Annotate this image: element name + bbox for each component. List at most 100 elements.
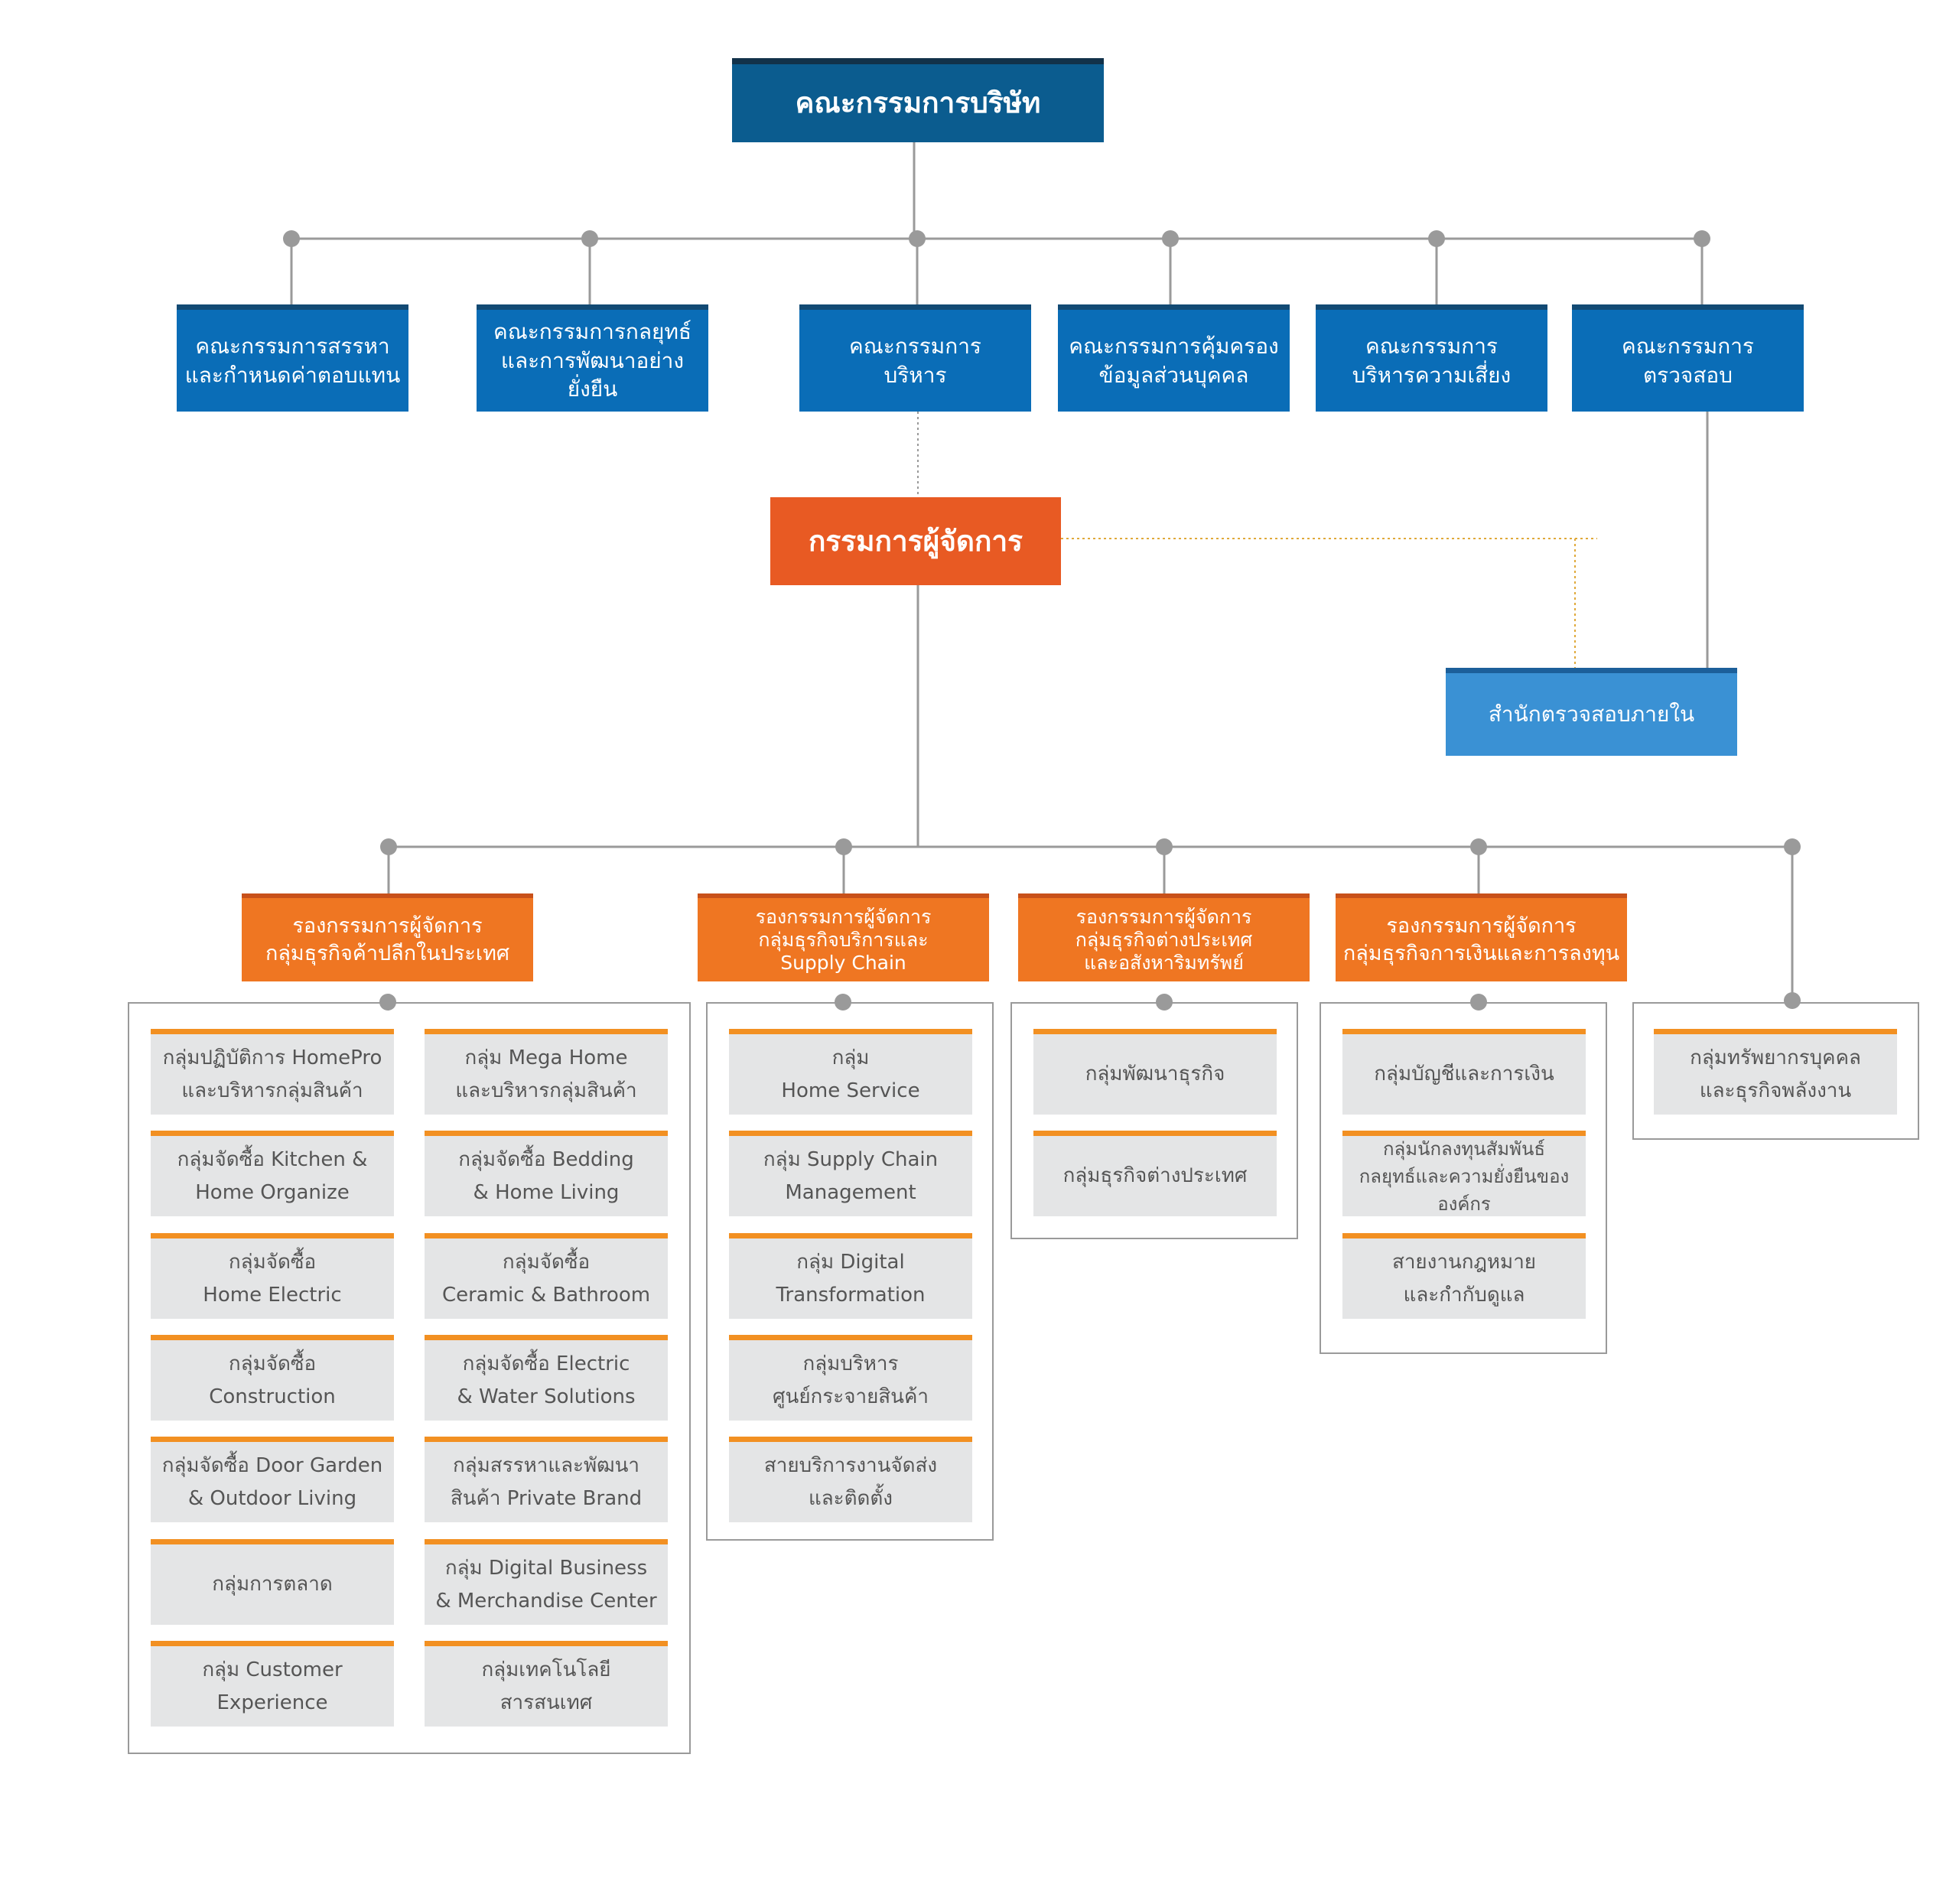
box-label: ตรวจสอบ — [1642, 362, 1733, 388]
box-label: และกำหนดค่าตอบแทน — [184, 362, 401, 388]
box-label: กลุ่ม Supply Chain — [763, 1147, 939, 1171]
box-label: รองกรรมการผู้จัดการ — [1386, 914, 1577, 939]
box-label: กรรมการผู้จัดการ — [808, 524, 1023, 558]
box-label: คณะกรรมการสรรหา — [195, 333, 390, 359]
deputy-md-domestic-retail: รองกรรมการผู้จัดการ กลุ่มธุรกิจค้าปลีกใน… — [242, 893, 533, 981]
unit-distribution-center: กลุ่มบริหาร ศูนย์กระจายสินค้า — [729, 1335, 972, 1421]
box-label: กลุ่มธุรกิจการเงินและการลงทุน — [1342, 941, 1620, 965]
box-label: บริหารความเสี่ยง — [1352, 362, 1512, 388]
unit-delivery-installation: สายบริการงานจัดส่ง และติดตั้ง — [729, 1437, 972, 1522]
managing-director-box: กรรมการผู้จัดการ — [770, 497, 1061, 585]
box-label: คณะกรรมการ — [849, 333, 981, 359]
box-label: กลุ่มบัญชีและการเงิน — [1374, 1063, 1554, 1086]
unit-purchasing-door-garden: กลุ่มจัดซื้อ Door Garden & Outdoor Livin… — [151, 1437, 394, 1522]
deputy-md-international-real-estate: รองกรรมการผู้จัดการ กลุ่มธุรกิจต่างประเท… — [1018, 893, 1310, 981]
board-of-directors-box: คณะกรรมการบริษัท — [732, 58, 1104, 142]
unit-mega-home: กลุ่ม Mega Home และบริหารกลุ่มสินค้า — [425, 1029, 668, 1115]
box-label: กลุ่มจัดซื้อ Door Garden — [161, 1453, 383, 1477]
committee-audit: คณะกรรมการ ตรวจสอบ — [1572, 304, 1804, 412]
box-label: กลุ่ม — [831, 1046, 870, 1069]
box-label: และบริหารกลุ่มสินค้า — [455, 1079, 637, 1102]
box-label: กลุ่มจัดซื้อ — [228, 1352, 317, 1375]
deputy-md-services-supply-chain: รองกรรมการผู้จัดการ กลุ่มธุรกิจบริการและ… — [698, 893, 989, 981]
unit-purchasing-bedding: กลุ่มจัดซื้อ Bedding & Home Living — [425, 1131, 668, 1216]
box-label: สินค้า Private Brand — [450, 1486, 643, 1510]
unit-purchasing-construction: กลุ่มจัดซื้อ Construction — [151, 1335, 394, 1421]
deputy-md-finance-investment: รองกรรมการผู้จัดการ กลุ่มธุรกิจการเงินแล… — [1336, 893, 1627, 981]
box-label: กลุ่มการตลาด — [212, 1573, 333, 1596]
box-label: ศูนย์กระจายสินค้า — [773, 1385, 929, 1408]
box-label: คณะกรรมการคุ้มครอง — [1069, 333, 1279, 359]
box-label: สายงานกฎหมาย — [1391, 1250, 1537, 1274]
box-label: Experience — [216, 1691, 328, 1714]
box-label: & Outdoor Living — [187, 1486, 357, 1510]
box-label: สารสนเทศ — [500, 1691, 593, 1714]
box-label: Home Electric — [203, 1283, 342, 1307]
group-frame-services-supply-chain — [706, 1002, 994, 1541]
box-label: Transformation — [776, 1283, 926, 1307]
box-label: กลุ่ม Mega Home — [464, 1046, 628, 1069]
box-label: กลุ่มจัดซื้อ Electric — [462, 1352, 630, 1375]
unit-purchasing-electric-water: กลุ่มจัดซื้อ Electric & Water Solutions — [425, 1335, 668, 1421]
box-label: กลุ่มนักลงทุนสัมพันธ์ — [1383, 1138, 1545, 1160]
unit-purchasing-home-electric: กลุ่มจัดซื้อ Home Electric — [151, 1233, 394, 1319]
unit-purchasing-ceramic: กลุ่มจัดซื้อ Ceramic & Bathroom — [425, 1233, 668, 1319]
box-label: กลุ่มสรรหาและพัฒนา — [452, 1453, 639, 1477]
unit-human-resources-energy: กลุ่มทรัพยากรบุคคล และธุรกิจพลังงาน — [1654, 1029, 1897, 1115]
box-label: กลุ่มธุรกิจค้าปลีกในประเทศ — [265, 941, 510, 965]
box-label: รองกรรมการผู้จัดการ — [1075, 905, 1252, 928]
box-label: Management — [785, 1180, 916, 1204]
box-label: และบริหารกลุ่มสินค้า — [181, 1079, 363, 1102]
unit-customer-experience: กลุ่ม Customer Experience — [151, 1641, 394, 1727]
unit-legal-compliance: สายงานกฎหมาย และกำกับดูแล — [1342, 1233, 1586, 1319]
unit-purchasing-kitchen: กลุ่มจัดซื้อ Kitchen & Home Organize — [151, 1131, 394, 1216]
internal-audit-office-box: สำนักตรวจสอบภายใน — [1446, 668, 1737, 756]
box-label: และติดตั้ง — [808, 1486, 893, 1510]
box-label: กลุ่มพัฒนาธุรกิจ — [1085, 1063, 1225, 1086]
box-label: และการพัฒนาอย่างยั่งยืน — [500, 347, 685, 402]
unit-digital-business: กลุ่ม Digital Business & Merchandise Cen… — [425, 1539, 668, 1625]
box-label: Supply Chain — [780, 951, 906, 974]
group-frame-international — [1010, 1002, 1298, 1239]
box-label: กลุ่มธุรกิจต่างประเทศ — [1075, 928, 1253, 951]
box-label: กลุ่มจัดซื้อ Kitchen & — [177, 1147, 368, 1171]
box-label: กลุ่ม Digital Business — [444, 1556, 648, 1580]
committee-risk-management: คณะกรรมการ บริหารความเสี่ยง — [1316, 304, 1547, 412]
group-frame-finance — [1320, 1002, 1607, 1354]
box-label: กลยุทธ์และความยั่งยืนขององค์กร — [1359, 1165, 1570, 1215]
unit-accounting-finance: กลุ่มบัญชีและการเงิน — [1342, 1029, 1586, 1115]
ceo-audit-dotted-link — [1061, 538, 1576, 668]
box-label: กลุ่มปฏิบัติการ HomePro — [162, 1046, 382, 1069]
box-label: กลุ่ม Customer — [202, 1658, 343, 1681]
box-label: กลุ่มเทคโนโลยี — [481, 1658, 611, 1681]
box-label: กลุ่มจัดซื้อ — [502, 1250, 591, 1274]
box-label: Home Organize — [195, 1180, 350, 1204]
unit-international-business: กลุ่มธุรกิจต่างประเทศ — [1033, 1131, 1277, 1216]
box-label: & Home Living — [473, 1180, 620, 1204]
box-label: คณะกรรมการบริษัท — [795, 86, 1041, 120]
unit-private-brand: กลุ่มสรรหาและพัฒนา สินค้า Private Brand — [425, 1437, 668, 1522]
unit-supply-chain-management: กลุ่ม Supply Chain Management — [729, 1131, 972, 1216]
box-label: คณะกรรมการ — [1365, 333, 1498, 359]
box-label: กลุ่มธุรกิจบริการและ — [758, 928, 929, 951]
committee-executive: คณะกรรมการ บริหาร — [799, 304, 1031, 412]
box-label: กลุ่ม Digital — [796, 1250, 905, 1274]
committee-personal-data-protection: คณะกรรมการคุ้มครอง ข้อมูลส่วนบุคคล — [1058, 304, 1290, 412]
unit-home-service: กลุ่ม Home Service — [729, 1029, 972, 1115]
box-label: Home Service — [781, 1079, 920, 1102]
box-label: และธุรกิจพลังงาน — [1699, 1079, 1852, 1102]
box-label: สายบริการงานจัดส่ง — [763, 1453, 938, 1477]
box-label: กลุ่มจัดซื้อ — [228, 1250, 317, 1274]
box-label: กลุ่มจัดซื้อ Bedding — [458, 1147, 634, 1171]
group-frame-hr-energy — [1632, 1002, 1919, 1140]
box-label: & Merchandise Center — [435, 1589, 657, 1613]
unit-digital-transformation: กลุ่ม Digital Transformation — [729, 1233, 972, 1319]
box-label: กลุ่มธุรกิจต่างประเทศ — [1062, 1164, 1248, 1188]
committee-strategy-sustainability: คณะกรรมการกลยุทธ์ และการพัฒนาอย่างยั่งยื… — [477, 304, 708, 412]
box-label: & Water Solutions — [457, 1385, 636, 1408]
unit-business-development: กลุ่มพัฒนาธุรกิจ — [1033, 1029, 1277, 1115]
box-label: คณะกรรมการกลยุทธ์ — [493, 318, 692, 344]
box-label: บริหาร — [884, 362, 947, 388]
box-label: สำนักตรวจสอบภายใน — [1488, 701, 1695, 727]
box-label: Ceramic & Bathroom — [441, 1283, 651, 1307]
